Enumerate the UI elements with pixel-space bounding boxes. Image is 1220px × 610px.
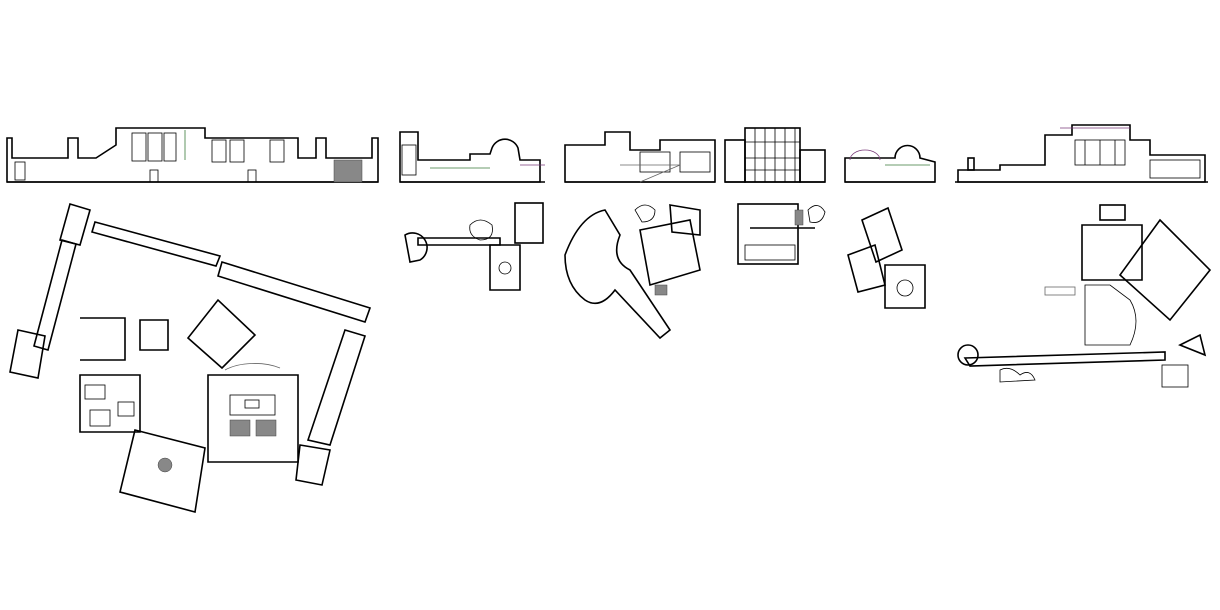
elevation-2: [399, 131, 545, 183]
plan-6: [957, 204, 1212, 388]
elevation-3: [564, 131, 716, 183]
elevation-1: [6, 127, 379, 183]
plan-2: [404, 202, 544, 291]
plan-4: [737, 203, 826, 265]
elevation-6: [955, 124, 1208, 183]
elevation-5: [844, 144, 936, 183]
plan-5: [847, 206, 926, 309]
plan-1: [9, 202, 372, 514]
elevation-4: [724, 127, 826, 183]
plan-3: [564, 204, 701, 340]
